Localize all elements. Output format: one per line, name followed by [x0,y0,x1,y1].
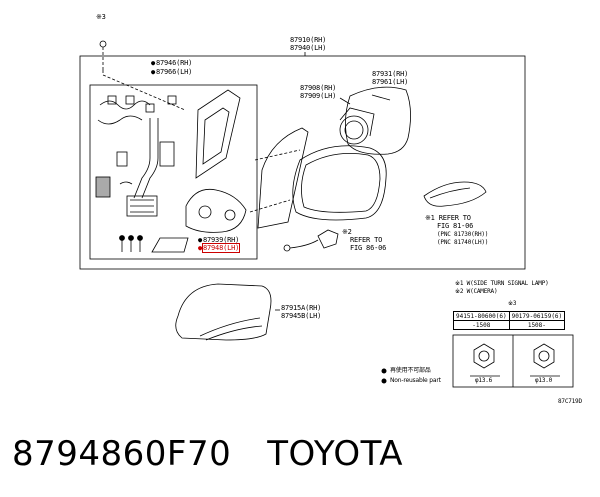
part-87915-label: 87915A(RH) [281,304,322,312]
legend-reuse-jp: 再使用不可部品 [390,367,431,374]
note3-label: ※3 [96,13,106,21]
part-87939-label: 87939(RH) [198,236,239,244]
bolt-left-diameter: φ13.6 [475,377,493,384]
ref2-title: ※2 [342,228,352,236]
part-number-line: 8794860F70 TOYOTA [12,434,439,474]
part-87948-label: 87948(LH) [202,243,241,253]
screw-icon [99,40,107,48]
part-number: 8794860F70 [12,434,232,474]
bolt-left-length: -1508 [453,320,510,330]
camera-connector-icon [283,229,339,252]
ref1-pnc-lh: (PNC 81740(LH)) [437,239,489,246]
wire-harness-icon [95,95,177,217]
part-87946-label: 87946(RH) [151,59,192,67]
legend-w2: ※2 W(CAMERA) [455,288,498,295]
ref2-fig: FIG 86-06 [350,244,387,252]
mirror-cover-icon [175,283,272,341]
parts-diagram [79,40,574,388]
part-87909-label: 87909(LH) [300,92,337,100]
screw-set-icon [119,235,189,253]
ref1-fig: FIG 81-06 [437,222,474,230]
legend-nonreusable: Non-reusable part [390,377,441,384]
bolt-right-part: 90179-06159(6) [508,311,566,321]
mirror-motor-icon [339,107,375,145]
assembly-lh-label: 87940(LH) [290,44,327,52]
mirror-housing-icon [257,127,387,229]
legend-w1: ※1 W(SIDE TURN SIGNAL LAMP) [455,280,549,287]
bolt-right-diameter: φ13.0 [535,377,553,384]
part-87948-row: 87948(LH) [198,243,241,253]
part-87966-label: 87966(LH) [151,68,192,76]
ref1-title: ※1 REFER TO [425,214,471,222]
part-87931-label: 87931(RH) [372,70,409,78]
part-87945-label: 87945B(LH) [281,312,322,320]
mirror-base-icon [185,89,247,233]
bolt-left-part: 94151-80600(6) [453,311,510,321]
assembly-rh-label: 87910(RH) [290,36,327,44]
part-87908-label: 87908(RH) [300,84,337,92]
harness-frame [89,84,258,260]
bolt-table: 94151-80600(6) 90179-06159(6) -1508 1508… [453,311,566,330]
ref2-line: REFER TO [350,236,383,244]
brand-name: TOYOTA [267,434,403,474]
mirror-glass-icon [345,86,411,155]
bolt-right-length: 1508- [508,320,566,330]
ref1-pnc-rh: (PNC 81730(RH)) [437,231,489,238]
part-87961-label: 87961(LH) [372,78,409,86]
bolt-details [452,334,574,388]
diagram-code: 87C719D [558,398,582,405]
assembly-frame [79,55,526,270]
legend-note3: ※3 [508,300,517,307]
turn-signal-lamp-icon [423,181,487,207]
